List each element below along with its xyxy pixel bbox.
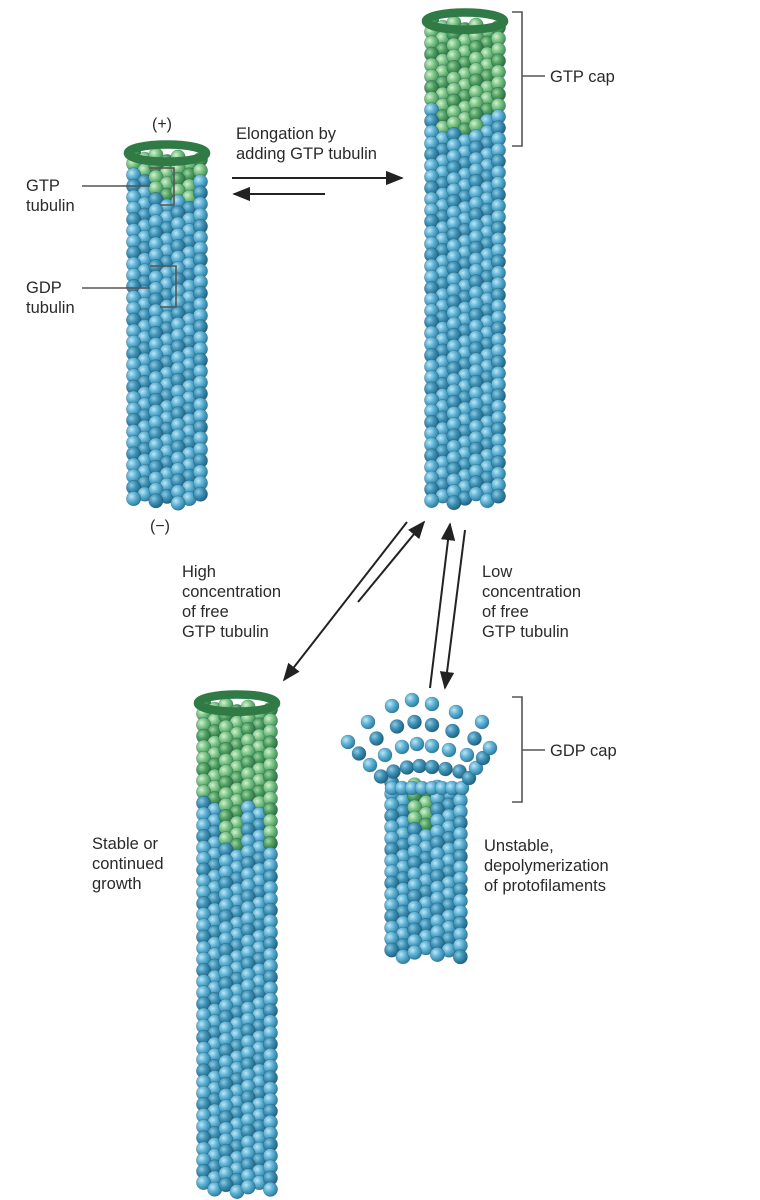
gdp-tubulin-bracket: [82, 265, 177, 308]
arrow-to-stable: [282, 521, 408, 682]
low-concentration-label: Low concentration of free GTP tubulin: [482, 563, 582, 641]
high-concentration-label: High concentration of free GTP tubulin: [182, 563, 282, 641]
gdp-cap-bracket: [512, 696, 545, 803]
arrow-from-stable: [357, 520, 426, 603]
gdp-cap-label: GDP cap: [550, 742, 617, 760]
arrow-up-from-unstable: [429, 522, 456, 689]
gdp-tubulin-label: GDP tubulin: [26, 279, 75, 317]
microtubule-growing: [193, 690, 281, 1200]
stable-growth-label: Stable or continued growth: [92, 835, 164, 893]
gtp-cap-bracket: [512, 11, 545, 147]
minus-end-label: (−): [150, 518, 170, 535]
elongation-label: Elongation by adding GTP tubulin: [236, 125, 377, 163]
microtubule-capped: [421, 8, 509, 511]
gtp-cap-label: GTP cap: [550, 68, 615, 86]
splayed-protofilaments: [340, 692, 498, 796]
gtp-tubulin-label: GTP tubulin: [26, 177, 75, 215]
microtubule-short: [123, 140, 211, 511]
plus-end-label: (+): [152, 116, 172, 133]
unstable-label: Unstable, depolymerization of protofilam…: [484, 837, 609, 895]
arrow-down-to-unstable: [439, 529, 466, 690]
microtubule-short-rim: [123, 140, 211, 167]
microtubule-capped-rim: [421, 8, 509, 35]
gtp-tubulin-bracket: [82, 167, 175, 206]
microtubule-growing-rim: [193, 690, 281, 717]
microtubule-depolymerizing: [384, 775, 468, 965]
